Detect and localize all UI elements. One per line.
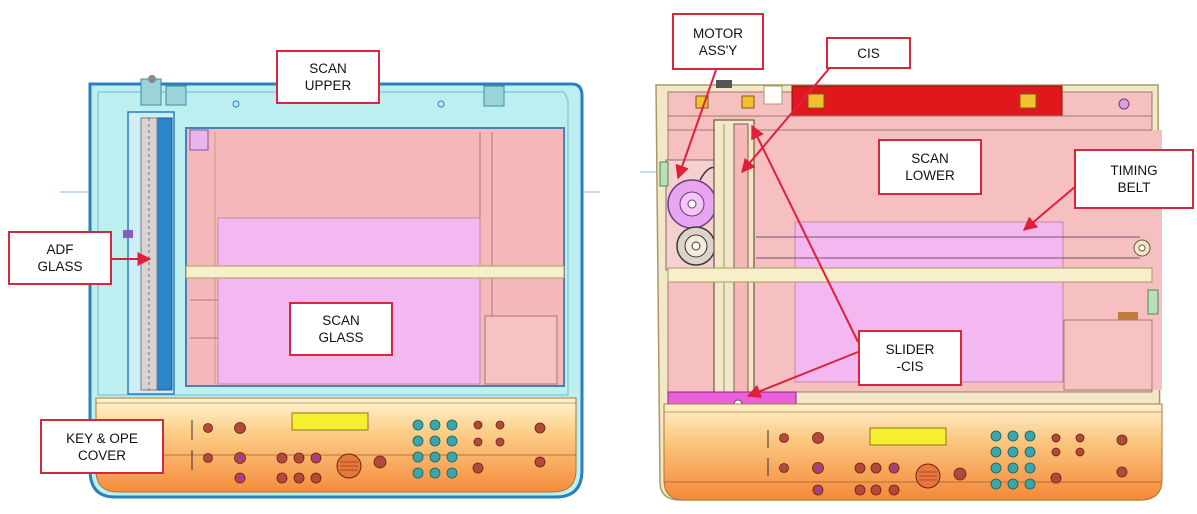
slider-rail-right xyxy=(667,267,1153,283)
lcd-display-left xyxy=(291,412,369,431)
key-ope-cover-left xyxy=(95,397,577,493)
label-slider-cis: SLIDER -CIS xyxy=(858,330,962,386)
label-cis: CIS xyxy=(826,37,911,69)
red-bar xyxy=(791,85,1063,117)
callout-arrows xyxy=(112,57,1077,398)
slider-rail-left xyxy=(185,265,565,279)
label-timing-belt: TIMING BELT xyxy=(1074,149,1194,209)
hinge-right xyxy=(483,85,505,107)
key-ope-cover-right xyxy=(663,403,1163,501)
arrow-slider-top xyxy=(751,124,859,343)
label-scan-glass: SCAN GLASS xyxy=(289,302,393,356)
arrow-timing-belt xyxy=(1022,185,1077,231)
label-motor-assy: MOTOR ASS'Y xyxy=(672,13,764,70)
arrow-motor-assy xyxy=(675,69,717,180)
adf-glass-strip xyxy=(155,117,173,391)
label-scan-upper: SCAN UPPER xyxy=(276,50,380,104)
hinge-left-a xyxy=(140,78,162,106)
label-adf-glass: ADF GLASS xyxy=(8,231,112,285)
label-key-ope-cover: KEY & OPE COVER xyxy=(40,419,164,474)
arrow-cis xyxy=(741,57,839,174)
hinge-left-b xyxy=(165,85,187,106)
arrow-slider-bottom xyxy=(746,351,859,398)
lcd-display-right xyxy=(869,427,947,446)
label-scan-lower: SCAN LOWER xyxy=(878,139,982,195)
